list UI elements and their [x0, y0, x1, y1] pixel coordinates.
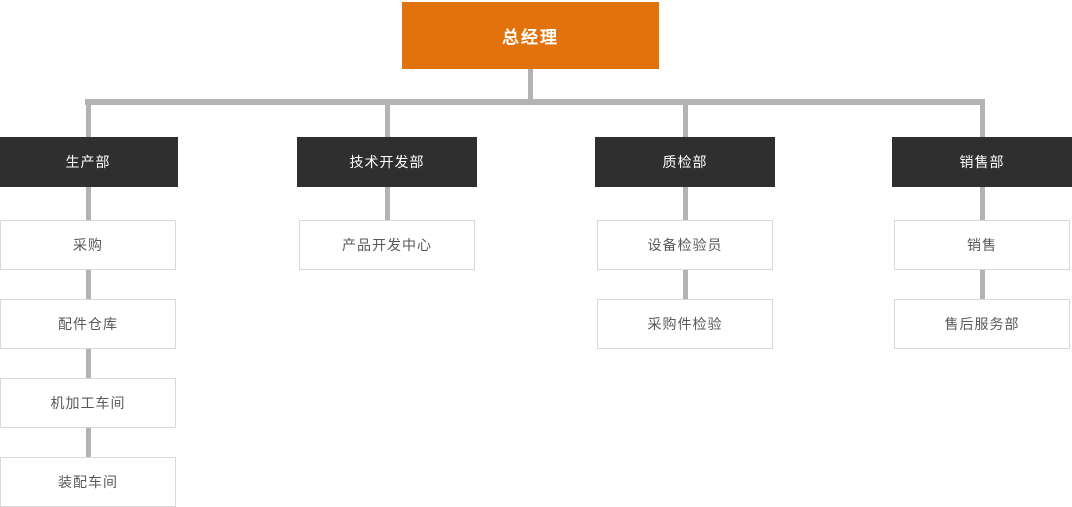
connector-stub-tech-development	[385, 105, 390, 137]
node-quality-inspection-dept[interactable]: 质检部	[595, 137, 775, 187]
connector-stub-quality-inspection	[683, 105, 688, 137]
connector-quality-equipment-inspector	[683, 187, 688, 220]
node-assembly-workshop[interactable]: 装配车间	[0, 457, 176, 507]
node-sales[interactable]: 销售	[894, 220, 1070, 270]
connector-root-stem	[528, 69, 533, 99]
node-production-dept[interactable]: 生产部	[0, 137, 178, 187]
node-after-sales-service-dept[interactable]: 售后服务部	[894, 299, 1070, 349]
node-tech-development-dept[interactable]: 技术开发部	[297, 137, 477, 187]
node-purchasing[interactable]: 采购	[0, 220, 176, 270]
connector-stub-sales	[980, 105, 985, 137]
connector-equipment-purchased-parts	[683, 270, 688, 299]
connector-trunk	[85, 99, 985, 105]
node-machining-workshop[interactable]: 机加工车间	[0, 378, 176, 428]
connector-production-purchasing	[86, 187, 91, 220]
node-sales-dept[interactable]: 销售部	[892, 137, 1072, 187]
connector-parts-warehouse-machining	[86, 349, 91, 378]
node-equipment-inspector[interactable]: 设备检验员	[597, 220, 773, 270]
connector-tech-product-dev	[385, 187, 390, 220]
connector-stub-production	[86, 105, 91, 137]
node-parts-warehouse[interactable]: 配件仓库	[0, 299, 176, 349]
connector-sales-dept-sales	[980, 187, 985, 220]
node-product-dev-center[interactable]: 产品开发中心	[299, 220, 475, 270]
connector-sales-after-sales	[980, 270, 985, 299]
node-general-manager[interactable]: 总经理	[402, 2, 659, 69]
connector-purchasing-parts-warehouse	[86, 270, 91, 299]
node-purchased-parts-inspection[interactable]: 采购件检验	[597, 299, 773, 349]
connector-machining-assembly	[86, 428, 91, 457]
